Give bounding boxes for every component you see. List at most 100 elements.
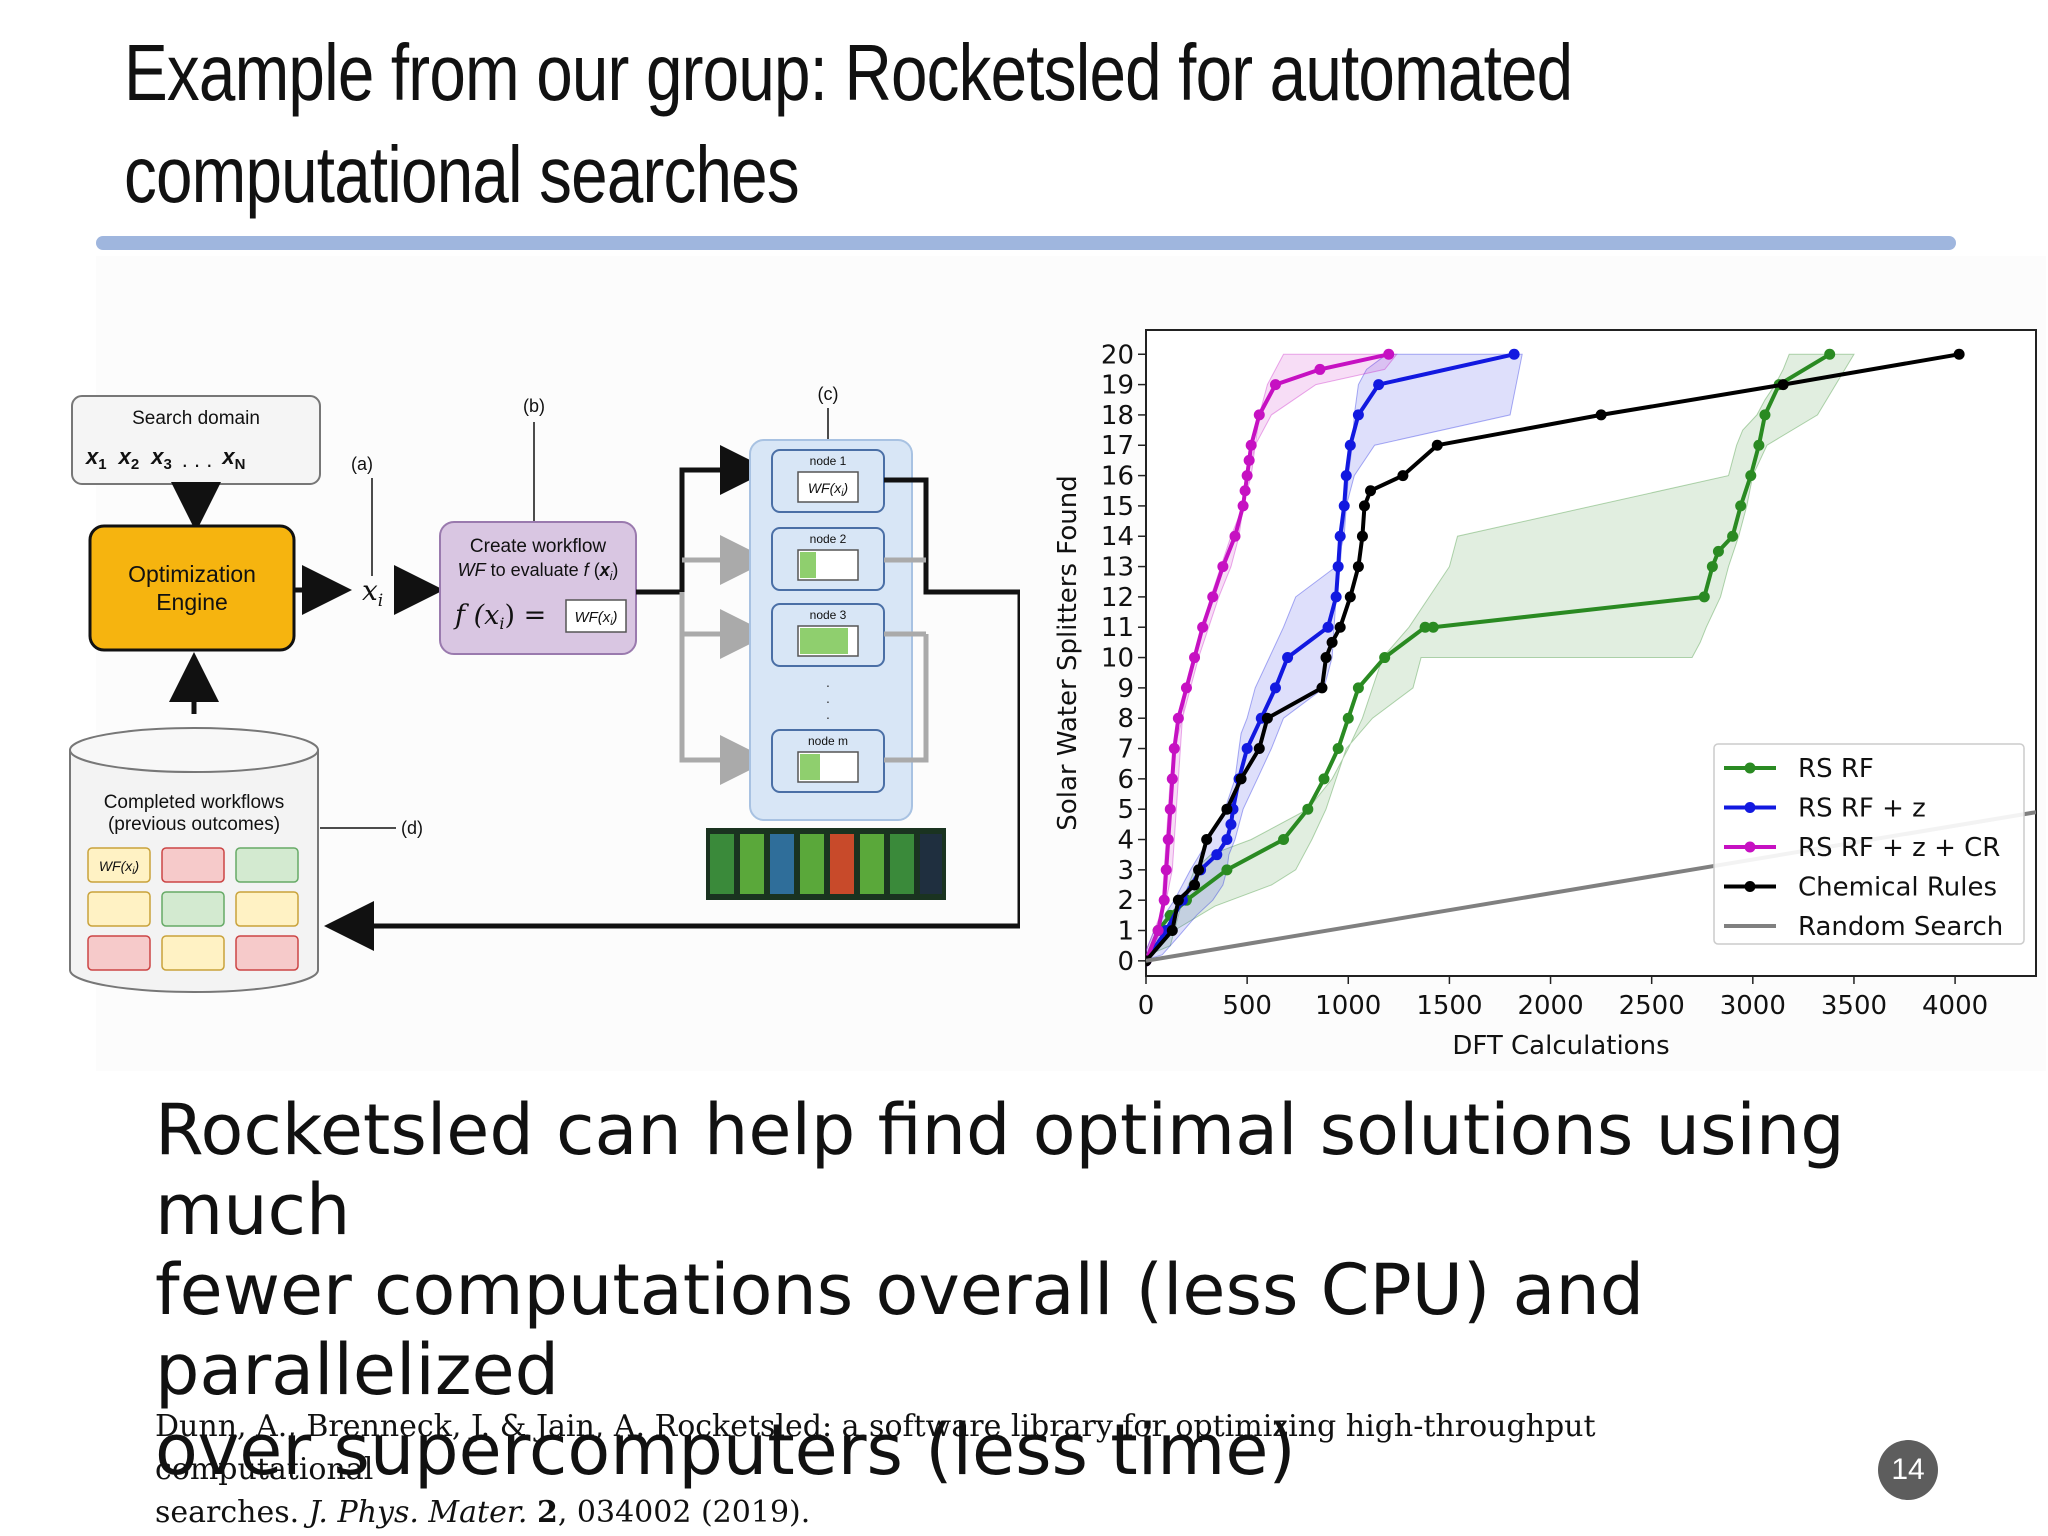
- data-point: [1342, 712, 1354, 724]
- data-point: [1243, 454, 1255, 466]
- node-3: node 3: [771, 603, 885, 667]
- y-tick-label: 17: [1101, 431, 1134, 461]
- data-point: [1419, 621, 1431, 633]
- data-point: [1320, 652, 1332, 664]
- data-point: [1261, 712, 1273, 724]
- data-point: [1698, 591, 1710, 603]
- data-point: [1225, 818, 1237, 830]
- data-point: [1318, 773, 1330, 785]
- data-point: [1282, 652, 1294, 664]
- svg-text:node 2: node 2: [810, 532, 847, 546]
- node-2: node 2: [771, 527, 885, 591]
- x-tick-label: 2500: [1619, 991, 1685, 1021]
- engine-label-line1: Optimization: [128, 561, 256, 587]
- legend-label: RS RF + z: [1798, 794, 1926, 824]
- svg-text:WF(xi): WF(xi): [808, 480, 848, 499]
- data-point: [1217, 561, 1229, 573]
- data-point: [1160, 864, 1172, 876]
- data-point: [1373, 379, 1385, 391]
- data-point: [1735, 500, 1747, 512]
- label-c: (c): [818, 384, 839, 404]
- data-point: [1168, 743, 1180, 755]
- data-point: [1211, 849, 1223, 861]
- y-tick-label: 16: [1101, 462, 1134, 492]
- data-point: [1239, 485, 1251, 497]
- svg-text:node m: node m: [808, 734, 848, 748]
- legend-label: Chemical Rules: [1798, 873, 1997, 903]
- data-point: [1397, 470, 1409, 482]
- data-point: [1193, 864, 1205, 876]
- legend-label: RS RF + z + CR: [1798, 833, 2000, 863]
- data-point: [1508, 348, 1520, 360]
- completed-line2: (previous outcomes): [108, 814, 280, 835]
- data-point: [1330, 591, 1342, 603]
- y-tick-label: 7: [1117, 735, 1134, 765]
- body-text: Rocketsled can help find optimal solutio…: [155, 1090, 1955, 1490]
- data-point: [1162, 834, 1174, 846]
- legend-marker: [1744, 762, 1756, 774]
- data-point: [1166, 773, 1178, 785]
- data-point: [1221, 864, 1233, 876]
- data-point: [1172, 712, 1184, 724]
- data-point: [1278, 834, 1290, 846]
- legend-marker: [1744, 802, 1756, 813]
- data-point: [1189, 879, 1201, 891]
- y-tick-label: 13: [1101, 553, 1134, 583]
- legend-label: RS RF: [1798, 754, 1874, 784]
- data-point: [1180, 682, 1192, 694]
- body-line2: fewer computations overall (less CPU) an…: [155, 1249, 1645, 1411]
- x-tick-label: 2000: [1517, 991, 1583, 1021]
- data-point: [1314, 363, 1326, 375]
- legend-box: [1713, 743, 2025, 945]
- data-point: [1172, 894, 1184, 906]
- citation-line2: searches. J. Phys. Mater. 2, 034002 (201…: [155, 1495, 811, 1530]
- data-point: [1379, 652, 1391, 664]
- data-point: [1334, 621, 1346, 633]
- data-point: [1344, 439, 1356, 451]
- slide-title: Example from our group: Rocketsled for a…: [124, 22, 1584, 226]
- data-point: [1759, 409, 1771, 421]
- y-tick-label: 12: [1101, 583, 1134, 613]
- data-point: [1712, 545, 1724, 557]
- create-workflow-line2: WF to evaluate f (xi): [458, 560, 619, 583]
- data-point: [1431, 439, 1443, 451]
- data-point: [1229, 530, 1241, 542]
- data-point: [1332, 561, 1344, 573]
- data-point: [1316, 682, 1328, 694]
- y-tick-label: 5: [1117, 795, 1134, 825]
- completed-line1: Completed workflows: [104, 792, 285, 813]
- data-point: [1237, 500, 1249, 512]
- y-tick-label: 1: [1117, 917, 1134, 947]
- data-point: [1158, 894, 1170, 906]
- x-tick-label: 4000: [1922, 991, 1988, 1021]
- y-tick-label: 3: [1117, 856, 1134, 886]
- x-tick-label: 3000: [1720, 991, 1786, 1021]
- y-tick-label: 0: [1117, 947, 1134, 977]
- data-point: [1164, 803, 1176, 815]
- data-point: [1269, 682, 1281, 694]
- data-point: [1201, 834, 1213, 846]
- slide-title-line1: Example from our group: Rocketsled for a…: [124, 28, 1573, 117]
- node-m: node m: [771, 729, 885, 793]
- citation: Dunn, A., Brenneck, J. & Jain, A. Rocket…: [155, 1405, 1755, 1534]
- data-point: [1334, 530, 1346, 542]
- data-point: [1753, 439, 1765, 451]
- data-point: [1358, 500, 1370, 512]
- data-point: [1253, 743, 1265, 755]
- citation-line1: Dunn, A., Brenneck, J. & Jain, A. Rocket…: [155, 1409, 1596, 1487]
- x-tick-label: 3500: [1821, 991, 1887, 1021]
- y-tick-label: 6: [1117, 765, 1134, 795]
- y-tick-label: 2: [1117, 886, 1134, 916]
- citation-volume: 2: [536, 1495, 558, 1530]
- data-point: [1241, 743, 1253, 755]
- legend-label: Random Search: [1798, 912, 2003, 942]
- data-point: [1152, 925, 1164, 937]
- y-tick-label: 15: [1101, 492, 1134, 522]
- data-point: [1322, 621, 1334, 633]
- plot-area: [1146, 348, 2036, 967]
- y-tick-label: 20: [1101, 340, 1134, 370]
- data-point: [1953, 348, 1965, 360]
- svg-text:WF(xi): WF(xi): [99, 858, 139, 877]
- data-point: [1352, 561, 1364, 573]
